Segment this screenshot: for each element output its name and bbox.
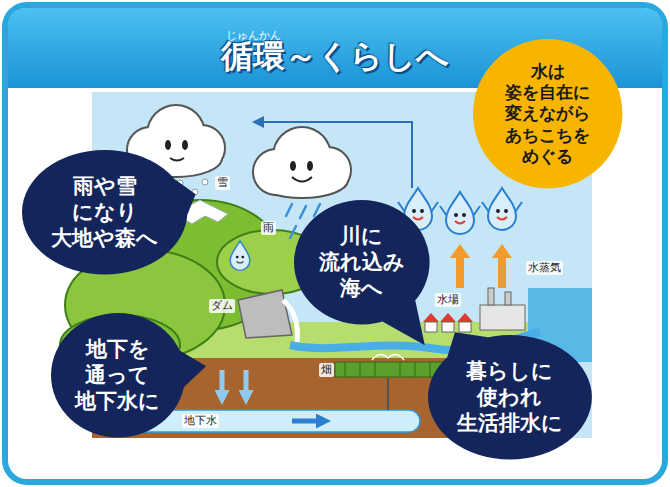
bubble-text: 水は 姿を自在に 変えながら あちこちを めぐる: [505, 61, 590, 166]
bubble-text: 地下を 通って 地下水に: [75, 336, 160, 414]
frame: [5, 5, 665, 482]
snow-label: 雪: [215, 176, 230, 189]
field-label: 畑: [319, 363, 334, 376]
speech-bubble: 地下を 通って 地下水に: [51, 313, 185, 437]
dam-label: ダム: [209, 299, 235, 312]
plant-label: 水場: [435, 293, 461, 306]
bubble-text: 雨や雪 になり 大地や森へ: [51, 173, 158, 251]
ruby-reading: じゅんかん: [226, 29, 281, 42]
groundwater-label: 地下水: [182, 414, 219, 427]
vapor-label: 水蒸気: [526, 261, 563, 274]
bubble-body: [428, 335, 592, 459]
title: 循環～くらしへ: [221, 37, 449, 75]
houses-and-factory: [423, 288, 525, 332]
bubble-text: 川に 流れ込み 海へ: [319, 223, 405, 301]
bubble-body: [473, 39, 622, 188]
bubble-body: [51, 313, 185, 437]
speech-bubble: 川に 流れ込み 海へ: [294, 200, 430, 324]
speech-bubble: 暮らしに 使われ 生活排水に: [428, 335, 592, 459]
field: [335, 354, 445, 377]
raindrop-character: [230, 241, 250, 270]
bubble-body: [22, 150, 187, 274]
speech-bubble: 雨や雪 になり 大地や森へ: [22, 150, 187, 274]
rain-label: 雨: [261, 221, 276, 234]
bubble-body: [294, 200, 430, 324]
bubble-text: 暮らしに 使われ 生活排水に: [457, 358, 563, 436]
message-circle: 水は 姿を自在に 変えながら あちこちを めぐる: [473, 39, 622, 188]
